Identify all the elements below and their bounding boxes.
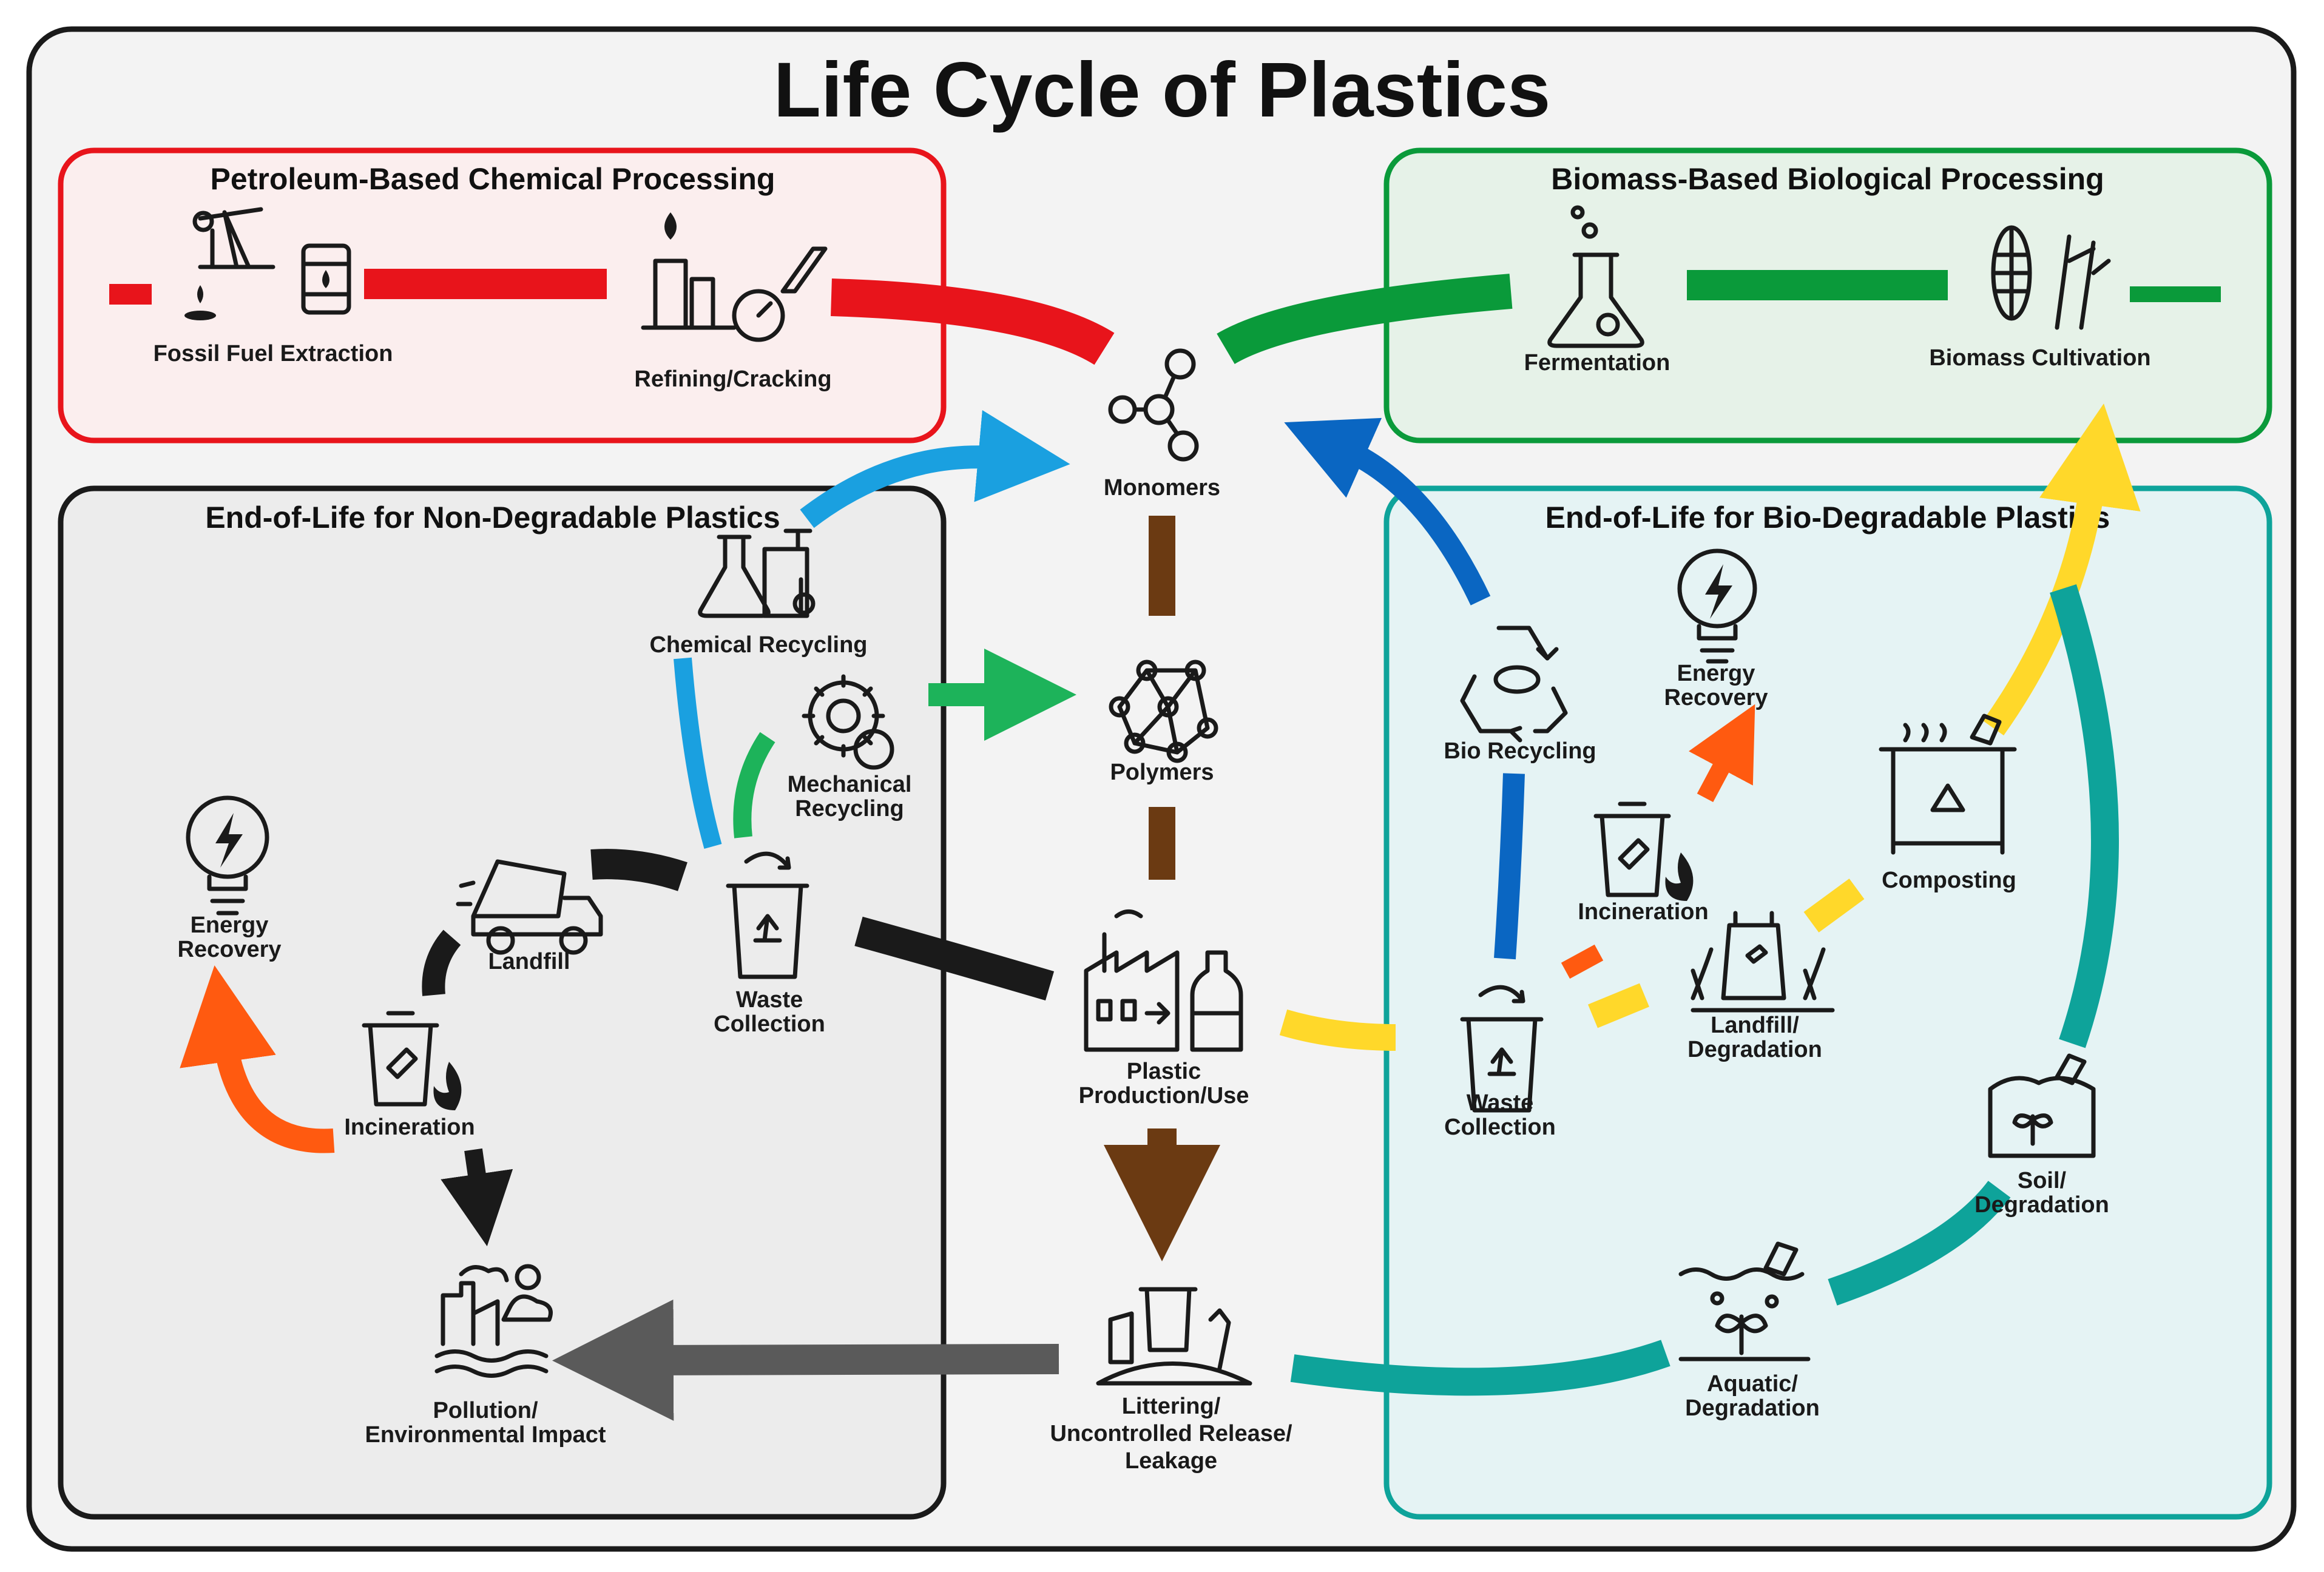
littering-label-line1: Littering/ (1122, 1394, 1221, 1419)
bio-recycling-icon (1460, 626, 1568, 743)
plastic-production-label-line1: Plastic (1127, 1059, 1201, 1084)
monomers-label: Monomers (1104, 475, 1220, 501)
soil-degradation-label-line1: Soil/ (2018, 1168, 2067, 1193)
refining-cracking-label: Refining/Cracking (634, 366, 831, 392)
landfill-degradation-bag-icon (1691, 911, 1835, 1013)
oil-pumpjack-icon (184, 207, 275, 320)
collection-to-bio-recycling-flow (1494, 773, 1525, 960)
mechanical-recycling-gears-icon (802, 674, 894, 770)
incineration-bin-right-icon (1593, 801, 1694, 901)
collection-to-mechanical-recycling-flow (733, 732, 775, 838)
incineration-to-energy-recovery-flow (180, 965, 335, 1153)
factory-bottle-icon (1084, 909, 1243, 1052)
energy-recovery-left-label-line1: Energy (191, 913, 269, 938)
landfill-degradation-label-line1: Landfill/ (1711, 1013, 1799, 1038)
energy-recovery-right-label-line1: Energy (1677, 661, 1755, 686)
refinery-icon (641, 212, 828, 342)
pollution-factory-icon (434, 1264, 553, 1378)
soil-to-composting-flow (2050, 584, 2119, 1048)
fossil-fuel-extraction-label: Fossil Fuel Extraction (154, 341, 393, 366)
collection-to-chemical-recycling-flow (674, 657, 722, 849)
refining-to-monomers-flow (831, 278, 1115, 365)
incineration-to-pollution-flow (441, 1148, 513, 1247)
bio-degradable-section-title: End-of-Life for Bio-Degradable Plastics (1545, 501, 2110, 535)
composting-label: Composting (1882, 868, 2016, 893)
littering-label-line2: Uncontrolled Release/ (1050, 1421, 1292, 1446)
chemical-recycling-to-monomers-flow (800, 410, 1070, 528)
energy-recovery-left-label-line2: Recovery (177, 937, 281, 962)
fermentation-to-monomers-flow (1217, 274, 1513, 365)
aquatic-degradation-label-line2: Degradation (1685, 1395, 1820, 1421)
soil-degradation-icon (1988, 1053, 2096, 1158)
mechanical-recycling-label-line2: Recycling (795, 796, 904, 821)
landfill-to-composting-flow (1803, 879, 1865, 933)
waste-collection-bin-right-icon (1460, 985, 1544, 1113)
littering-label-line3: Leakage (1125, 1448, 1217, 1474)
aquatic-to-soil-flow (1828, 1180, 2011, 1306)
incineration-bin-icon (362, 1011, 462, 1110)
chemical-recycling-flasks-icon (698, 528, 816, 618)
littering-trash-pile-icon (1096, 1287, 1252, 1386)
biomass-cultivation-label: Biomass Cultivation (1929, 345, 2150, 371)
corn-sugarcane-icon (1991, 225, 2111, 330)
waste-collection-left-label-line2: Collection (714, 1011, 825, 1037)
aquatic-degradation-icon (1678, 1241, 1811, 1361)
energy-recovery-right-label-line2: Recovery (1664, 685, 1768, 710)
composting-bin-icon (1879, 713, 2017, 855)
collection-to-landfill-degradation-flow (1588, 983, 1649, 1028)
energy-bulb-right-icon (1677, 548, 1757, 664)
petroleum-section-title: Petroleum-Based Chemical Processing (211, 162, 775, 196)
pollution-label-line2: Environmental Impact (365, 1422, 606, 1448)
plastic-production-label-line2: Production/Use (1079, 1083, 1249, 1108)
collection-to-incineration-right-flow (1561, 944, 1604, 979)
landfill-left-label: Landfill (488, 949, 570, 974)
littering-to-pollution-flow (552, 1299, 1059, 1421)
pollution-label-line1: Pollution/ (433, 1398, 538, 1423)
production-to-collection-right-flow (1279, 1009, 1396, 1051)
landfill-degradation-label-line2: Degradation (1687, 1037, 1822, 1062)
oil-barrel-icon (301, 243, 351, 315)
mechanical-recycling-label-line1: Mechanical (788, 772, 912, 797)
fermentation-flask-icon (1547, 205, 1644, 348)
landfill-to-incineration-flow (422, 929, 461, 996)
fermentation-label: Fermentation (1524, 350, 1670, 376)
non-degradable-section-title: End-of-Life for Non-Degradable Plastics (205, 501, 780, 535)
bio-recycling-label: Bio Recycling (1444, 738, 1596, 764)
page-title: Life Cycle of Plastics (774, 47, 1551, 133)
aquatic-degradation-label-line1: Aquatic/ (1707, 1371, 1798, 1397)
non-degradable-panel (58, 485, 947, 1520)
waste-collection-bin-icon (726, 851, 809, 979)
collection-to-landfill-flow (590, 849, 687, 891)
biomass-section-title: Biomass-Based Biological Processing (1551, 162, 2104, 196)
incineration-right-label: Incineration (1578, 899, 1708, 925)
waste-collection-right-label-line1: Waste (1467, 1090, 1534, 1116)
production-to-collection-flow (854, 916, 1055, 1000)
monomers-molecule-icon (1108, 348, 1199, 462)
soil-degradation-label-line2: Degradation (1974, 1192, 2109, 1218)
polymers-label: Polymers (1110, 760, 1214, 785)
waste-collection-left-label-line1: Waste (736, 987, 803, 1013)
incineration-left-label: Incineration (344, 1115, 475, 1140)
chemical-recycling-label: Chemical Recycling (649, 632, 867, 658)
bio-recycling-to-monomers-flow (1284, 417, 1491, 606)
energy-bulb-icon (186, 795, 269, 916)
polymers-network-icon (1109, 659, 1218, 763)
littering-to-aquatic-flow (1290, 1340, 1670, 1396)
bio-degradable-panel (1383, 485, 2272, 1520)
landfill-truck-icon (456, 859, 603, 955)
incineration-to-energy-recovery-right-flow (1688, 704, 1755, 803)
waste-collection-right-label-line2: Collection (1444, 1115, 1556, 1140)
